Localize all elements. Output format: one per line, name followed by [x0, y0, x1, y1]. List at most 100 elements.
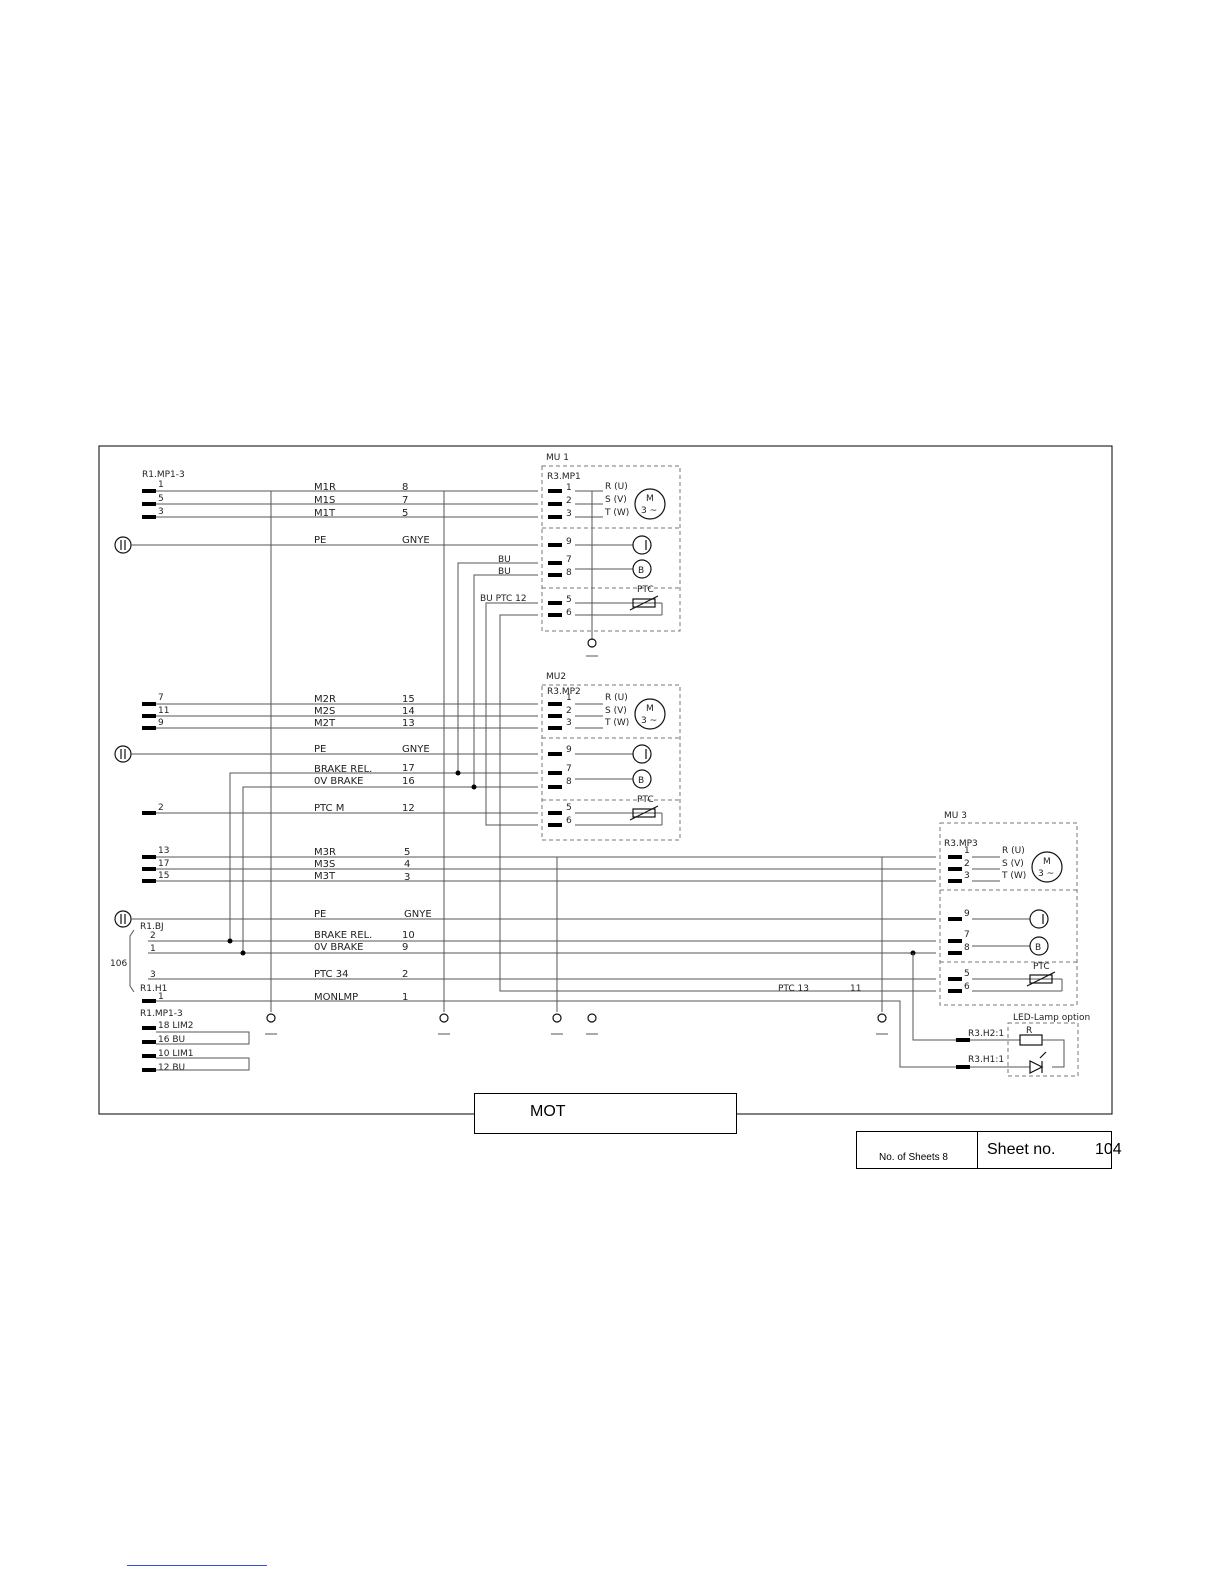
svg-text:R3.H2:1: R3.H2:1 [968, 1029, 1004, 1039]
svg-text:18 LIM2: 18 LIM2 [158, 1021, 193, 1031]
svg-text:3: 3 [566, 509, 572, 519]
svg-text:2: 2 [158, 803, 164, 813]
svg-text:10 LIM1: 10 LIM1 [158, 1049, 193, 1059]
svg-text:0V BRAKE: 0V BRAKE [314, 776, 364, 787]
svg-text:M2T: M2T [314, 718, 336, 729]
sheet-number: 104 [1095, 1141, 1122, 1158]
svg-text:3 ~: 3 ~ [641, 506, 657, 516]
svg-text:3 ~: 3 ~ [1038, 869, 1054, 879]
svg-text:1: 1 [158, 992, 164, 1002]
svg-text:17: 17 [402, 763, 415, 774]
svg-text:4: 4 [404, 859, 410, 870]
mu1-terminals: 1 2 3 9 7 8 5 6 [548, 483, 663, 618]
ref-r1h1: R1.H1 [140, 984, 167, 994]
svg-text:5: 5 [158, 494, 164, 504]
svg-text:3: 3 [964, 871, 970, 881]
svg-text:M1S: M1S [314, 495, 335, 506]
svg-text:5: 5 [964, 969, 970, 979]
svg-text:BU PTC 12: BU PTC 12 [480, 594, 527, 604]
svg-text:8: 8 [566, 568, 572, 578]
mid-phase-wires: 7 11 9 M2R M2S M2T 15 14 13 [142, 693, 538, 730]
ref-mu1: MU 1 [546, 453, 569, 463]
ref-mu3: MU 3 [944, 811, 967, 821]
svg-text:1: 1 [964, 846, 970, 856]
pe-ground-symbol-2 [114, 745, 132, 763]
svg-text:R: R [1026, 1026, 1032, 1036]
led-lamp-option: LED-Lamp option R3.H2:1 R3.H1:1 R [956, 1013, 1090, 1077]
svg-text:11: 11 [850, 984, 861, 994]
svg-text:MONLMP: MONLMP [314, 992, 358, 1003]
svg-text:1: 1 [150, 944, 156, 954]
title-block: MOT [474, 1093, 737, 1134]
mu3-box [939, 822, 1078, 1006]
svg-text:R (U): R (U) [605, 693, 628, 703]
svg-text:9: 9 [566, 537, 572, 547]
pe-ground-symbol-3 [114, 910, 132, 928]
svg-text:1: 1 [566, 483, 572, 493]
svg-text:2: 2 [566, 496, 572, 506]
svg-text:M2R: M2R [314, 694, 336, 705]
svg-text:1: 1 [566, 693, 572, 703]
pe1-code: GNYE [402, 535, 430, 546]
svg-text:3: 3 [566, 718, 572, 728]
svg-text:12: 12 [402, 803, 415, 814]
svg-text:3: 3 [158, 507, 164, 517]
svg-text:7: 7 [566, 555, 572, 565]
svg-text:BRAKE REL.: BRAKE REL. [314, 764, 372, 775]
sheet-info-block: No. of Sheets 8 Sheet no. 104 [856, 1131, 1122, 1169]
svg-text:M: M [1043, 857, 1051, 867]
svg-text:2: 2 [566, 706, 572, 716]
svg-text:5: 5 [402, 508, 408, 519]
svg-text:8: 8 [402, 482, 408, 493]
svg-text:PTC 13: PTC 13 [778, 984, 809, 994]
svg-text:12 BU: 12 BU [158, 1063, 185, 1073]
svg-text:M3R: M3R [314, 847, 336, 858]
sheets-count: No. of Sheets 8 [879, 1152, 948, 1163]
svg-text:6: 6 [964, 982, 970, 992]
ptc34-wire: 3 PTC 34 2 [148, 969, 936, 980]
svg-text:9: 9 [402, 942, 408, 953]
svg-text:M: M [646, 704, 654, 714]
svg-text:16 BU: 16 BU [158, 1035, 185, 1045]
svg-text:7: 7 [402, 495, 408, 506]
motor-2-symbol: R (U) S (V) T (W) M 3 ~ B PTC [604, 693, 666, 821]
vertical-bus-lines [265, 491, 888, 1035]
svg-text:3 ~: 3 ~ [641, 716, 657, 726]
svg-text:6: 6 [566, 816, 572, 826]
svg-text:5: 5 [566, 595, 572, 605]
svg-text:10: 10 [402, 930, 415, 941]
pe2-code: GNYE [402, 744, 430, 755]
ref-r1mp1b: R1.MP1-3 [140, 1009, 183, 1019]
svg-text:7: 7 [158, 693, 164, 703]
ref-mu2: MU2 [546, 672, 566, 682]
ref-r1mp1: R1.MP1-3 [142, 470, 185, 480]
svg-text:8: 8 [964, 943, 970, 953]
svg-text:M1R: M1R [314, 482, 336, 493]
footer-link-line[interactable] [127, 1565, 267, 1566]
svg-text:S (V): S (V) [605, 495, 627, 505]
svg-text:BU: BU [498, 555, 511, 565]
svg-text:M3S: M3S [314, 859, 335, 870]
svg-text:2: 2 [964, 859, 970, 869]
ref-r3mp1: R3.MP1 [547, 472, 581, 482]
bottom-terminal-list: 18 LIM2 16 BU 10 LIM1 12 BU [142, 1021, 250, 1073]
svg-text:R (U): R (U) [1002, 846, 1025, 856]
svg-text:1: 1 [402, 992, 408, 1003]
ptc-m-wire: 2 PTC M 12 [142, 803, 538, 815]
svg-text:B: B [1035, 943, 1041, 953]
svg-text:PTC M: PTC M [314, 803, 344, 814]
ref-r3mp2: R3.MP2 [547, 687, 581, 697]
mu2-terminals: 1 2 3 9 7 8 5 6 [548, 693, 663, 827]
svg-text:T (W): T (W) [604, 508, 629, 518]
svg-text:M2S: M2S [314, 706, 335, 717]
svg-text:M: M [646, 494, 654, 504]
svg-text:16: 16 [402, 776, 415, 787]
svg-text:M1T: M1T [314, 508, 336, 519]
motor-3-symbol: R (U) S (V) T (W) M 3 ~ B PTC [1001, 846, 1063, 987]
ref-r3mp3: R3.MP3 [944, 839, 978, 849]
svg-text:R (U): R (U) [605, 482, 628, 492]
sheet-divider [977, 1132, 978, 1168]
drawing-frame [98, 445, 1113, 1115]
svg-text:8: 8 [566, 777, 572, 787]
pe3-code: GNYE [404, 909, 432, 920]
